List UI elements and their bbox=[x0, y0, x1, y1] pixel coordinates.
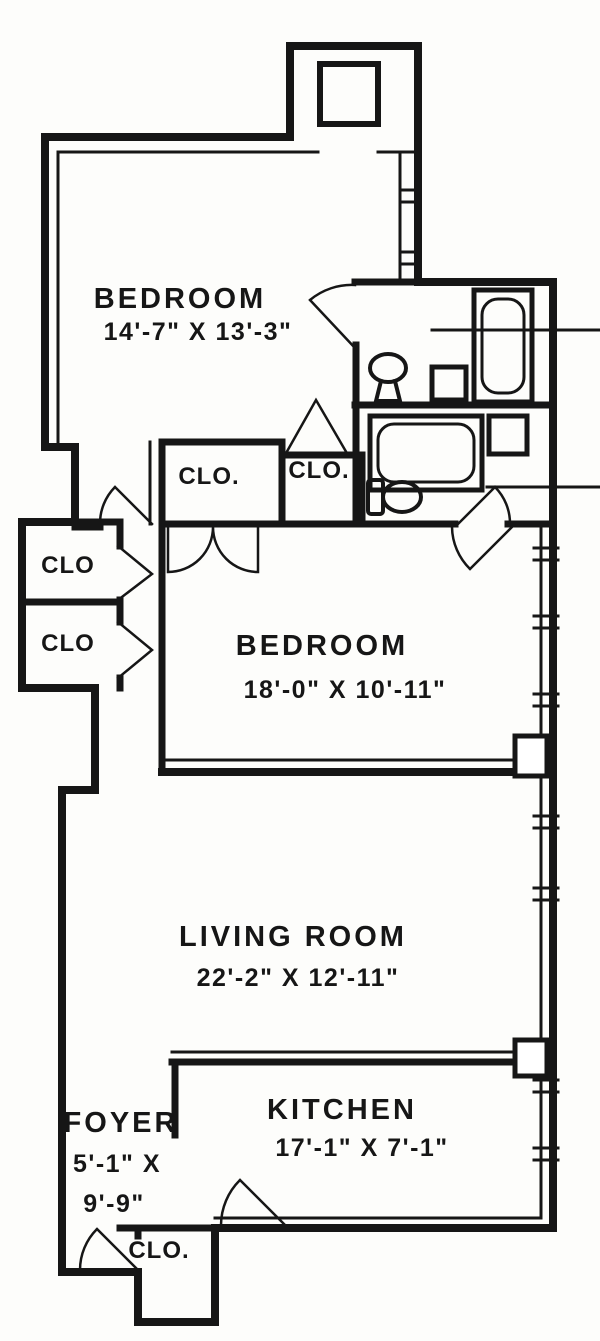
bedroom1-door bbox=[98, 485, 154, 526]
bedroom1-dims: 14'-7" X 13'-3" bbox=[104, 318, 293, 346]
shaft-column bbox=[317, 61, 381, 127]
left-closet-2-label: CLO bbox=[41, 630, 95, 657]
window-sill bbox=[512, 1037, 550, 1079]
living-room-label: LIVING ROOM bbox=[179, 921, 407, 953]
kitchen-label: KITCHEN bbox=[267, 1094, 417, 1126]
bathroom-fixtures bbox=[366, 287, 535, 516]
bedroom2-door bbox=[450, 525, 514, 571]
hall-closet-2-box bbox=[278, 451, 366, 528]
living-room-dims: 22'-2" X 12'-11" bbox=[197, 964, 400, 992]
bathtub-icon bbox=[367, 413, 485, 493]
windows bbox=[512, 546, 560, 1162]
labels: BEDROOM 14'-7" X 13'-3" CLO. CLO. CLO CL… bbox=[41, 283, 448, 1264]
kitchen-dims: 17'-1" X 7'-1" bbox=[275, 1134, 448, 1162]
vanity-icon bbox=[486, 413, 530, 457]
hall-closet-1-label: CLO. bbox=[178, 463, 239, 490]
foyer-label: FOYER bbox=[64, 1107, 179, 1139]
foyer-closet-label: CLO. bbox=[128, 1237, 189, 1264]
foyer-closet-door bbox=[78, 1227, 140, 1272]
kitchen-door bbox=[219, 1178, 287, 1227]
upper-bathroom-door bbox=[308, 283, 357, 350]
hall-closet-2-door bbox=[283, 397, 350, 457]
bedroom1-label: BEDROOM bbox=[94, 283, 266, 315]
pedestal-sink-icon bbox=[368, 352, 408, 403]
lower-bathroom-door bbox=[456, 485, 512, 526]
doors bbox=[78, 283, 514, 1272]
bathtub-icon bbox=[471, 287, 535, 405]
hall-closet-2-label: CLO. bbox=[288, 457, 349, 484]
bedroom2-dims: 18'-0" X 10'-11" bbox=[244, 676, 447, 704]
pointer-lines bbox=[430, 328, 600, 489]
left-closet-doors bbox=[116, 544, 155, 680]
bedroom2-label: BEDROOM bbox=[236, 630, 408, 662]
outer-walls bbox=[18, 42, 557, 1326]
toilet-icon bbox=[366, 478, 423, 516]
closet-double-door bbox=[166, 525, 260, 574]
window-sill bbox=[512, 733, 550, 779]
foyer-dims-line1: 5'-1" X bbox=[73, 1150, 161, 1178]
vanity-icon bbox=[429, 364, 469, 403]
left-closet-1-label: CLO bbox=[41, 552, 95, 579]
foyer-dims-line2: 9'-9" bbox=[83, 1190, 144, 1218]
interior-walls bbox=[18, 150, 557, 1240]
